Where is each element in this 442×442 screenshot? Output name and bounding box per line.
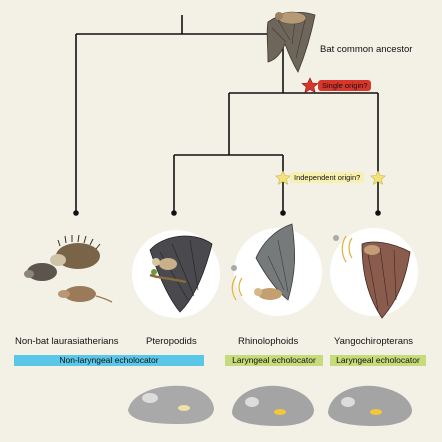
tree-lines xyxy=(75,15,379,212)
group-label-yangochiropterans: Yangochiropterans xyxy=(334,336,414,347)
echolocation-bar-laryngeal-yangochiropterans: Laryngeal echolocator xyxy=(330,355,426,366)
rhinolophoid-skull-illustration xyxy=(232,385,314,426)
group-label-pteropodids: Pteropodids xyxy=(146,336,197,347)
single-origin-star-icon xyxy=(301,77,319,94)
group-label-rhinolophoids: Rhinolophoids xyxy=(238,336,299,347)
pteropodid-skull-illustration xyxy=(128,385,214,424)
pteropodid-bat-illustration xyxy=(149,235,213,313)
independent-origin-label: Independent origin? xyxy=(290,172,365,183)
rhinolophoid-bat-illustration xyxy=(231,223,296,301)
yangochiropteran-skull-illustration xyxy=(328,385,412,426)
skull-illustrations xyxy=(128,385,412,426)
ancestor-label: Bat common ancestor xyxy=(320,44,413,55)
tip-dots xyxy=(73,210,381,216)
echolocation-bar-non-laryngeal: Non-laryngeal echolocator xyxy=(14,355,204,366)
independent-origin-star-left-icon xyxy=(275,170,291,185)
ancestral-bat-illustration xyxy=(266,11,316,73)
non-bat-animals-illustration xyxy=(24,234,113,303)
independent-origin-star-right-icon xyxy=(370,170,386,185)
single-origin-label: Single origin? xyxy=(318,80,372,91)
group-label-non-bat: Non-bat laurasiatherians xyxy=(15,336,119,347)
yangochiropteran-bat-illustration xyxy=(333,235,411,319)
echolocation-bar-laryngeal-rhinolophoids: Laryngeal echolocator xyxy=(225,355,323,366)
